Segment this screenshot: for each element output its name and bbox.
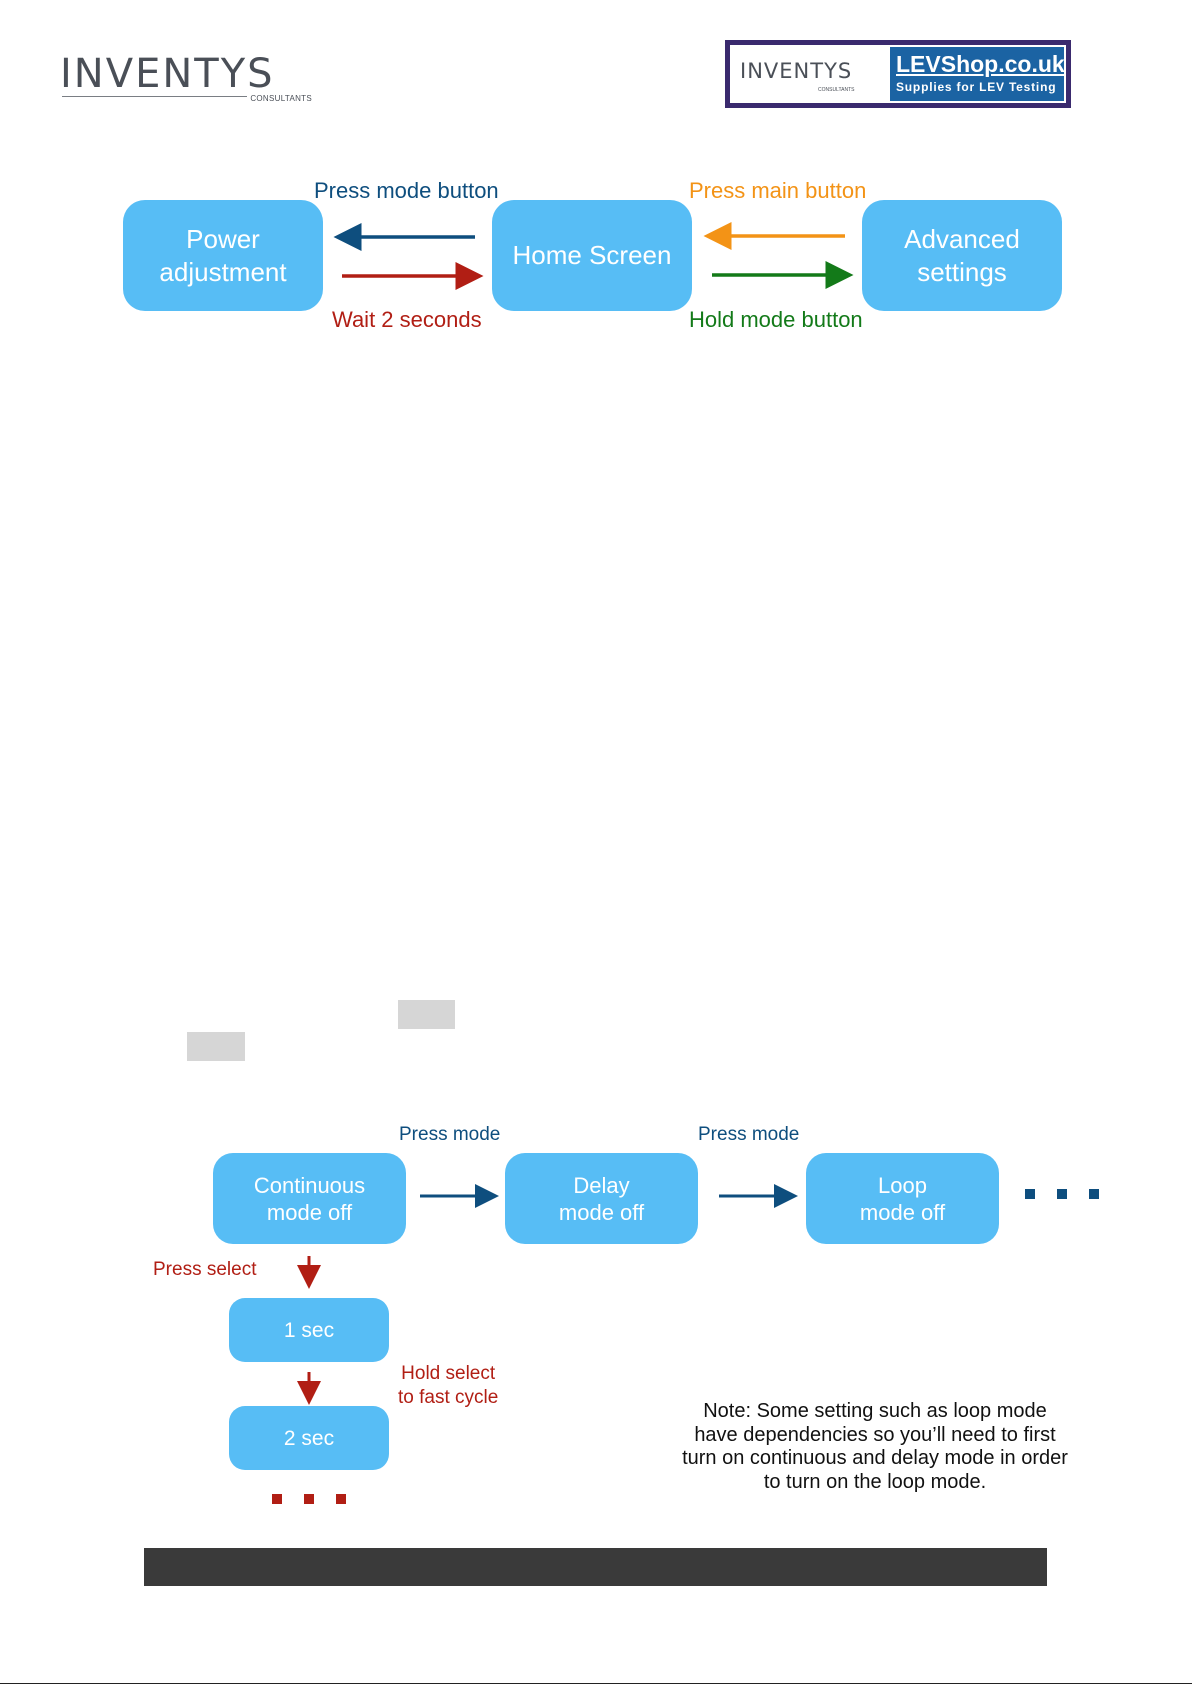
highlight-chip	[187, 1032, 245, 1061]
levshop-banner-brand: INVENTYS	[740, 59, 853, 83]
label-press-mode-2: Press mode	[698, 1124, 800, 1145]
inventys-logo: INVENTYS CONSULTANTS	[60, 51, 312, 103]
ellipsis-dot	[336, 1494, 346, 1504]
ellipsis-dot	[1057, 1189, 1067, 1199]
continuous-mode-box: Continuous mode off	[213, 1153, 406, 1244]
ellipsis-dot	[1089, 1189, 1099, 1199]
label-press-mode-1: Press mode	[399, 1124, 501, 1145]
power-adjustment-box: Power adjustment	[123, 200, 323, 311]
label-hold-select: Hold select to fast cycle	[398, 1363, 499, 1408]
label-hold-mode-button: Hold mode button	[689, 307, 863, 332]
levshop-banner-brand-sub: CONSULTANTS	[818, 87, 855, 93]
delay-mode-label: Delay mode off	[558, 1172, 645, 1225]
levshop-name: LEVShop.co.uk	[896, 51, 1065, 77]
label-press-select: Press select	[153, 1259, 257, 1280]
label-wait-2-seconds: Wait 2 seconds	[332, 307, 482, 332]
ellipsis-dot	[1025, 1189, 1035, 1199]
advanced-settings-label: Advanced settings	[904, 223, 1020, 287]
delay-mode-box: Delay mode off	[505, 1153, 698, 1244]
inventys-logo-text: INVENTYS	[60, 51, 275, 97]
levshop-banner-logo: INVENTYS CONSULTANTS LEVShop.co.uk Suppl…	[725, 40, 1071, 108]
logo-divider	[62, 96, 294, 97]
dependency-note: Note: Some setting such as loop mode hav…	[682, 1400, 1068, 1493]
loop-mode-label: Loop mode off	[859, 1172, 946, 1225]
home-screen-box: Home Screen	[492, 200, 692, 311]
inventys-logo-tagline: CONSULTANTS	[247, 94, 312, 103]
power-adjustment-label: Power adjustment	[159, 223, 287, 287]
advanced-settings-box: Advanced settings	[862, 200, 1062, 311]
one-sec-label: 1 sec	[283, 1318, 335, 1342]
loop-mode-box: Loop mode off	[806, 1153, 999, 1244]
ellipsis-dot	[272, 1494, 282, 1504]
levshop-banner-panel: LEVShop.co.uk Supplies for LEV Testing	[890, 47, 1065, 101]
ellipsis-dot	[304, 1494, 314, 1504]
page-bottom-rule	[0, 1683, 1192, 1684]
label-press-mode-button: Press mode button	[314, 178, 499, 203]
highlight-chip	[398, 1000, 455, 1029]
footer-bar	[144, 1548, 1047, 1586]
label-press-main-button: Press main button	[689, 178, 867, 203]
two-sec-box: 2 sec	[229, 1406, 389, 1470]
one-sec-box: 1 sec	[229, 1298, 389, 1362]
continuous-mode-label: Continuous mode off	[253, 1172, 366, 1225]
levshop-banner-inner: INVENTYS CONSULTANTS LEVShop.co.uk Suppl…	[730, 45, 1066, 103]
levshop-tagline: Supplies for LEV Testing	[896, 80, 1057, 94]
two-sec-label: 2 sec	[283, 1426, 335, 1450]
home-screen-label: Home Screen	[512, 240, 672, 270]
